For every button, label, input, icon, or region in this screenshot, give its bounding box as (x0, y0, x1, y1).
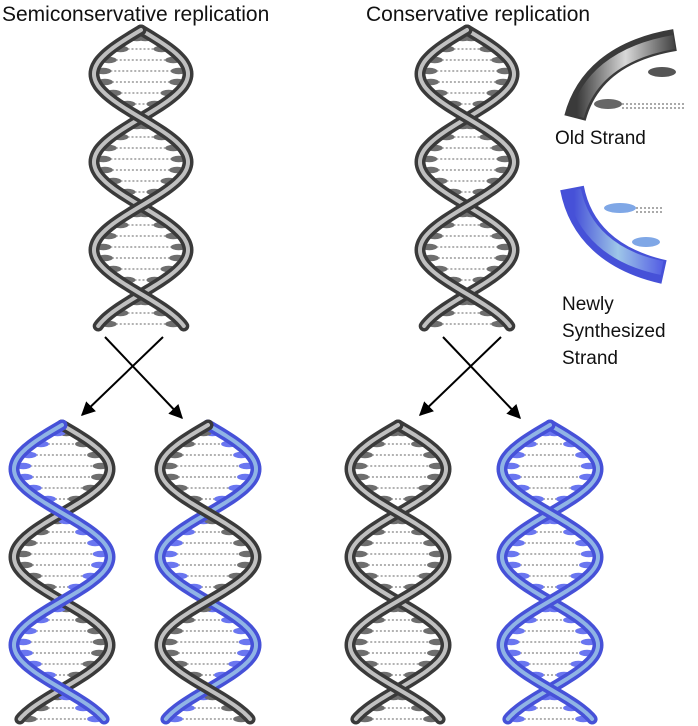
daughter-helix-semi-right (154, 419, 262, 725)
legend-new-strand-line3: Strand (562, 348, 618, 369)
legend-new-strand-line2: Synthesized (562, 321, 666, 342)
arrow-cons-to-left (418, 336, 502, 416)
legend-new-strand-label: Newly Synthesized Strand (562, 291, 692, 372)
semiconservative-title: Semiconservative replication (2, 3, 270, 26)
arrow-semi-to-right (104, 336, 183, 420)
replication-arrows (80, 336, 521, 420)
arrow-semi-to-left (80, 336, 164, 416)
daughter-helix-cons-left (344, 419, 452, 725)
legend-new-strand-line1: Newly (562, 294, 614, 315)
helix-layer (8, 24, 604, 725)
old-strand-swatch (564, 29, 686, 122)
parent-helix-conservative (414, 24, 520, 332)
arrow-cons-to-right (442, 336, 521, 420)
legend-old-strand-label: Old Strand (555, 128, 646, 149)
daughter-helix-cons-right (496, 419, 604, 725)
new-strand-swatch (560, 185, 667, 284)
parent-helix-semiconservative (88, 24, 194, 332)
daughter-helix-semi-left (8, 419, 116, 725)
conservative-title: Conservative replication (366, 3, 591, 26)
